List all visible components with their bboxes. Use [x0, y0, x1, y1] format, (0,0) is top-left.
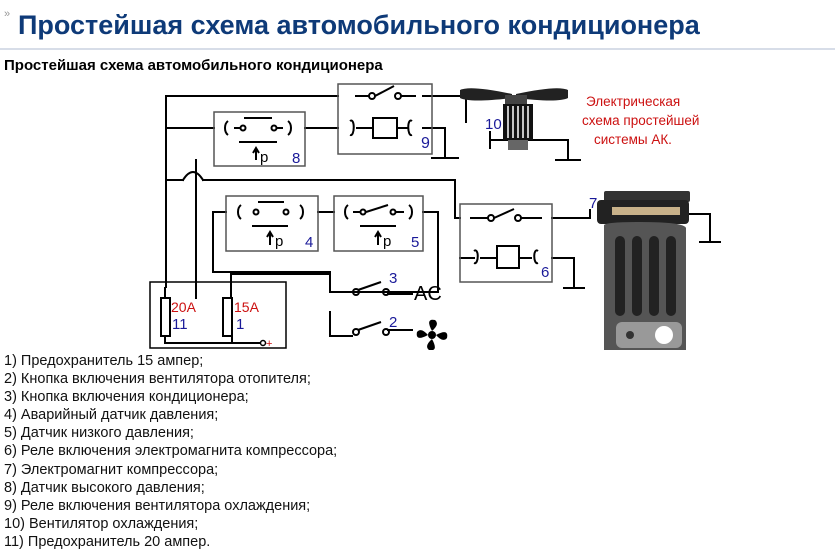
legend-item: 4) Аварийный датчик давления; [4, 407, 219, 424]
legend-item: 8) Датчик высокого давления; [4, 479, 205, 496]
label-8: 8 [292, 150, 300, 167]
label-9: 9 [421, 135, 430, 152]
legend-item: 1) Предохранитель 15 ампер; [4, 353, 204, 369]
ac-label: AC [414, 283, 442, 305]
legend-item: 6) Реле включения электромагнита компрес… [4, 443, 338, 460]
label-2: 2 [389, 314, 397, 331]
caption-line-1: Электрическая [586, 94, 680, 109]
legend-item: 5) Датчик низкого давления; [4, 425, 194, 442]
legend-item: 9) Реле включения вентилятора охлаждения… [4, 497, 311, 514]
sensor-4-p: р [275, 233, 283, 250]
label-5: 5 [411, 234, 419, 251]
compressor-icon [597, 191, 690, 350]
page-title: Простейшая схема автомобильного кондицио… [18, 10, 700, 40]
arrow-icon: » [4, 8, 11, 20]
page-header: » Простейшая схема автомобильного кондиц… [0, 0, 835, 50]
label-10: 10 [485, 116, 502, 133]
legend-item: 10) Вентилятор охлаждения; [4, 515, 199, 532]
label-11: 11 [172, 316, 188, 333]
caption-line-2: схема простейшей [582, 113, 699, 128]
label-6: 6 [541, 264, 549, 281]
legend-list: 1) Предохранитель 15 ампер; 2) Кнопка вк… [4, 352, 337, 551]
diagram-caption: Электрическая схема простейшей системы А… [582, 94, 703, 147]
plus-sign: + [266, 338, 272, 350]
fuse-1-rating: 15А [234, 299, 260, 315]
legend-item: 7) Электромагнит компрессора; [4, 461, 219, 478]
fuse-11-rating: 20А [171, 299, 197, 315]
legend-item: 3) Кнопка включения кондиционера; [4, 389, 249, 406]
caption-line-3: системы АК. [594, 132, 672, 147]
cooling-fan-icon [460, 88, 568, 150]
wiring-diagram: 9 р 8 10 Электрическая схема простейшей … [149, 83, 721, 350]
diagram-subtitle: Простейшая схема автомобильного кондицио… [4, 57, 383, 74]
legend-item: 2) Кнопка включения вентилятора отопител… [4, 371, 311, 388]
label-1: 1 [236, 316, 244, 333]
legend-item: 11) Предохранитель 20 ампер. [4, 533, 211, 550]
fan-icon [416, 319, 448, 350]
label-7: 7 [589, 195, 597, 212]
sensor-5-p: р [383, 233, 391, 250]
sensor-8-p: р [260, 149, 268, 166]
label-4: 4 [305, 234, 313, 251]
label-3: 3 [389, 270, 397, 287]
